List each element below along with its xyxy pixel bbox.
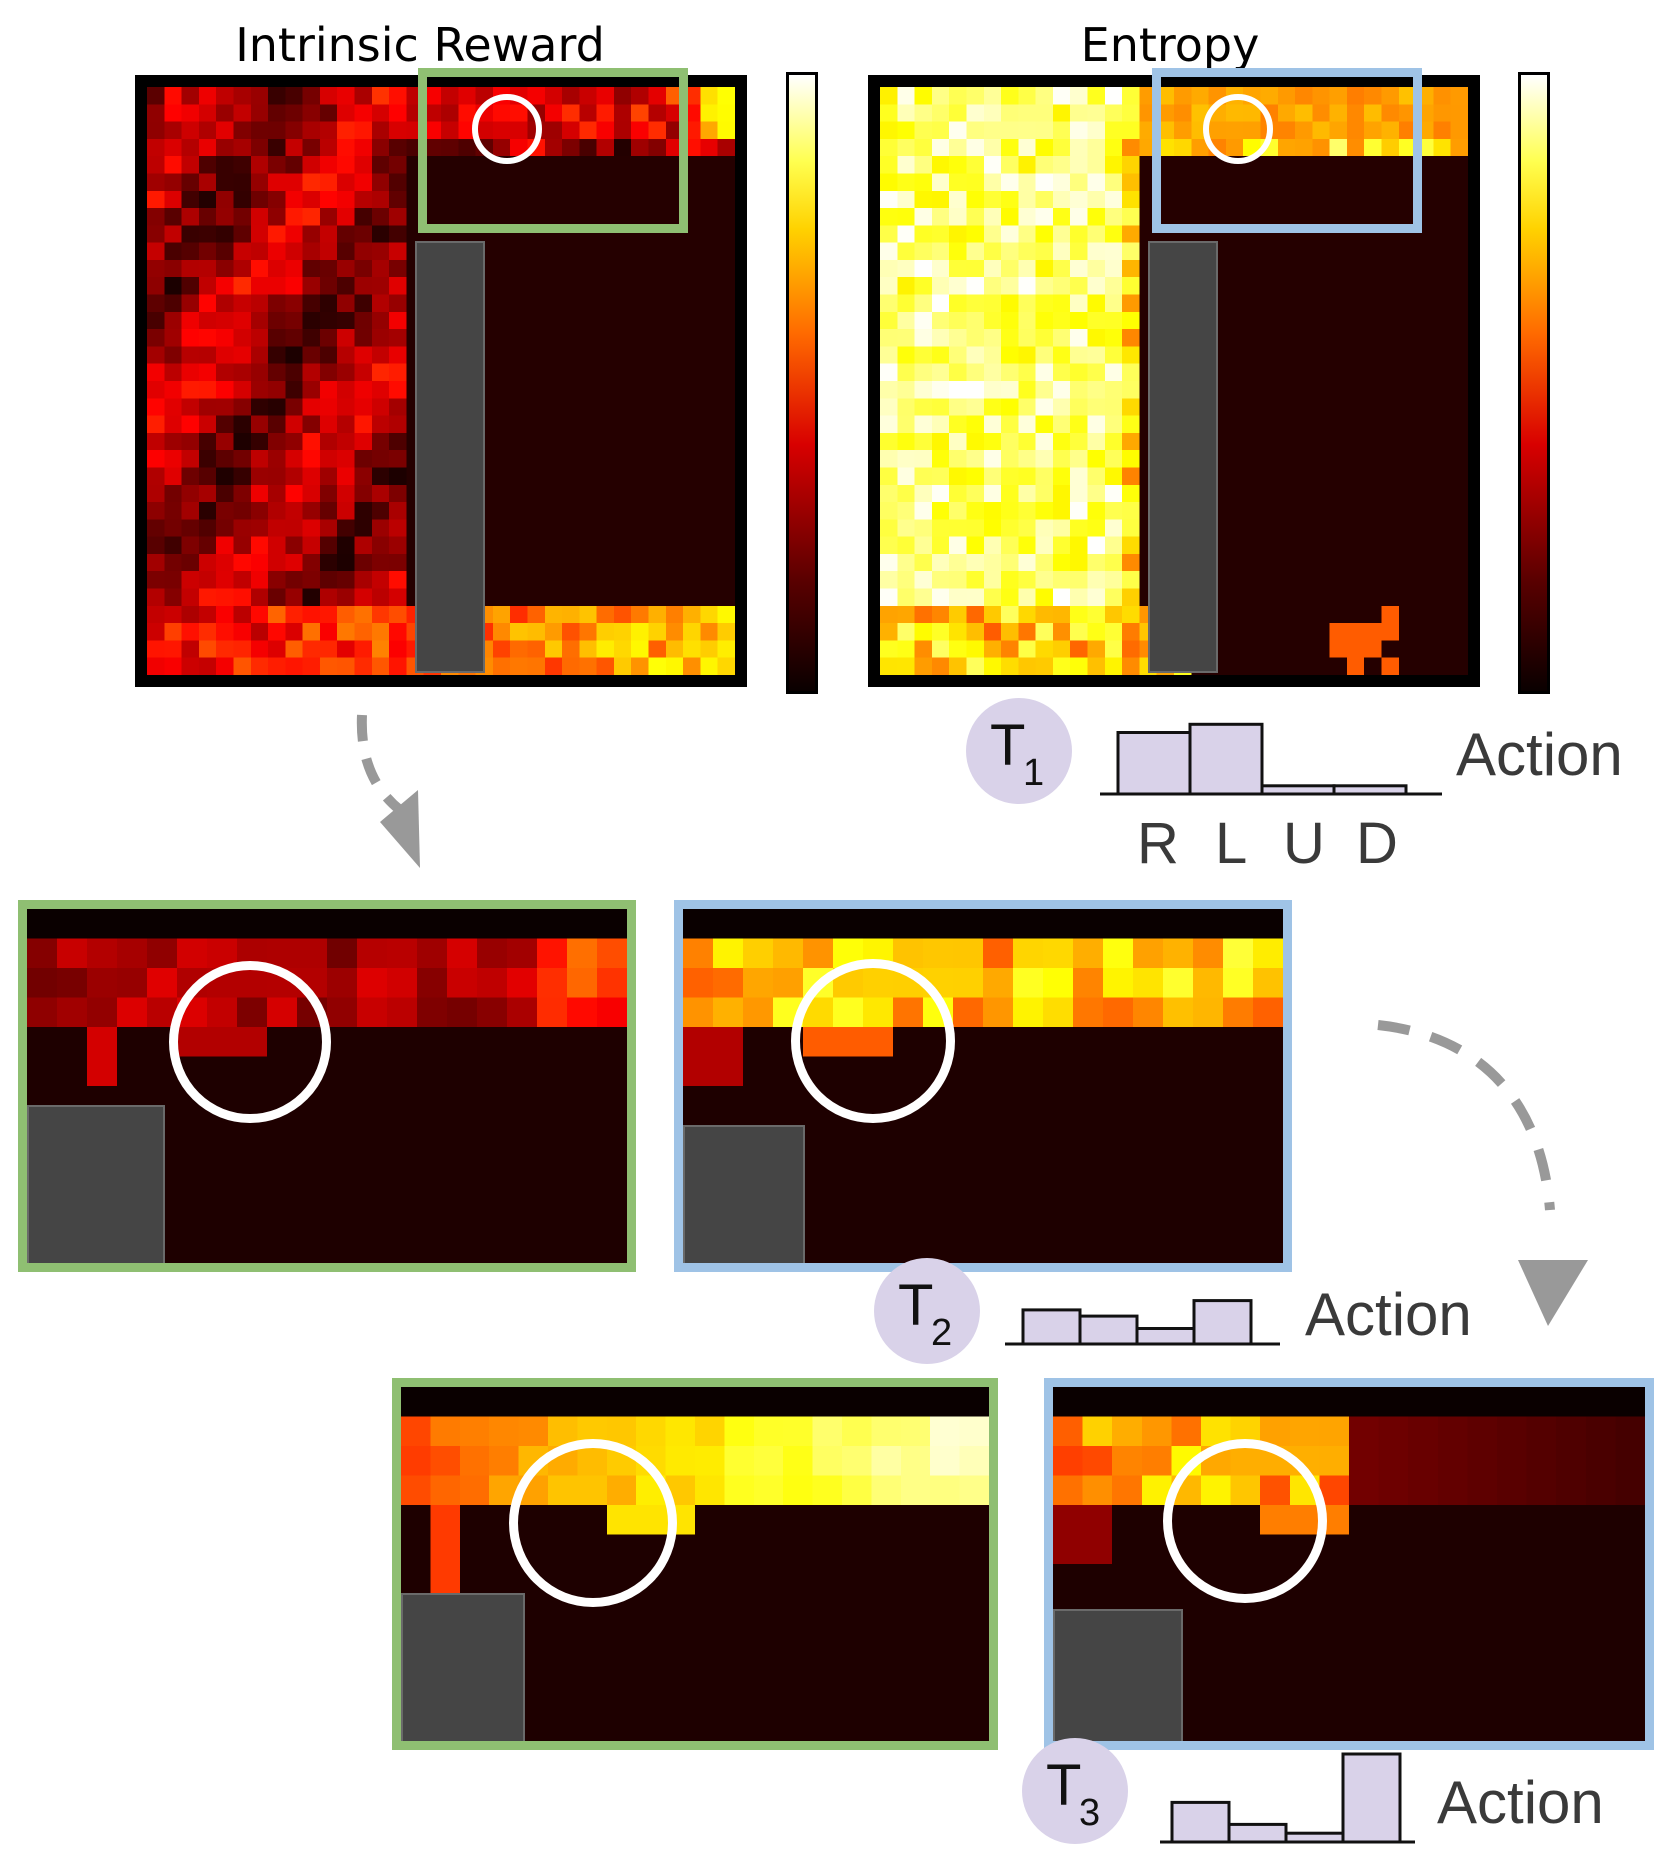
action-bar-d (1192, 1299, 1253, 1346)
action-histogram-t3 (1160, 1752, 1415, 1844)
agent-position-circle (472, 94, 542, 164)
zoom-heatmap (27, 909, 627, 1263)
action-histogram-t1 (1100, 722, 1442, 796)
agent-position-circle (1163, 1439, 1327, 1603)
timestep-subscript: 3 (1079, 1792, 1101, 1834)
action-bar-r (1021, 1308, 1082, 1346)
reward-zoom-panel-t2 (18, 900, 636, 1272)
curved-dashed-arrow-icon (1377, 1020, 1588, 1326)
entropy-colorbar (1518, 72, 1550, 694)
agent-position-circle (169, 961, 331, 1123)
timestep-letter: T (990, 713, 1026, 778)
curved-dashed-arrow-icon (356, 714, 420, 868)
entropy-zoom-box (1152, 68, 1422, 233)
entropy-title: Entropy (1080, 18, 1260, 72)
action-axis-label-l: L (1215, 811, 1248, 876)
timestep-badge-t3: T 3 (1022, 1738, 1128, 1844)
action-axis-label-d: D (1356, 811, 1398, 876)
intrinsic-reward-colorbar (786, 72, 818, 694)
timestep-letter: T (898, 1273, 934, 1338)
timestep-badge-t2: T 2 (874, 1258, 980, 1364)
action-bar-l (1227, 1822, 1288, 1844)
action-bar-r (1170, 1800, 1231, 1844)
wall-block (401, 1593, 525, 1741)
action-bar-r (1116, 731, 1192, 796)
wall-block (415, 241, 485, 673)
action-axis-label-u: U (1283, 811, 1325, 876)
timestep-letter: T (1046, 1753, 1082, 1818)
intrinsic-reward-heatmap (135, 75, 747, 687)
action-label-t2: Action (1305, 1281, 1472, 1348)
entropy-zoom-panel-t3 (1044, 1378, 1654, 1750)
entropy-zoom-panel-t2 (674, 900, 1292, 1272)
wall-block (1053, 1609, 1183, 1741)
entropy-heatmap (868, 75, 1480, 687)
timestep-badge-t1: T 1 (966, 698, 1072, 804)
zoom-heatmap (1053, 1387, 1645, 1741)
zoom-heatmap (401, 1387, 989, 1741)
agent-position-circle (509, 1439, 677, 1607)
timestep-subscript: 1 (1023, 752, 1045, 794)
wall-block (27, 1105, 165, 1263)
action-bar-d (1341, 1752, 1402, 1844)
zoom-heatmap (683, 909, 1283, 1263)
wall-block (683, 1125, 805, 1263)
action-histogram-t2 (1005, 1299, 1280, 1346)
action-bar-l (1188, 722, 1264, 796)
action-bar-l (1078, 1314, 1139, 1346)
action-label-t1: Action (1456, 721, 1623, 788)
action-axis-label-r: R (1137, 811, 1179, 876)
action-label-t3: Action (1437, 1769, 1604, 1836)
intrinsic-reward-title: Intrinsic Reward (235, 18, 605, 72)
wall-block (1148, 241, 1218, 673)
action-bar-u (1135, 1327, 1196, 1346)
agent-position-circle (1203, 94, 1273, 164)
agent-position-circle (791, 959, 955, 1123)
reward-zoom-box (418, 68, 688, 233)
reward-zoom-panel-t3 (392, 1378, 998, 1750)
timestep-subscript: 2 (931, 1312, 953, 1354)
